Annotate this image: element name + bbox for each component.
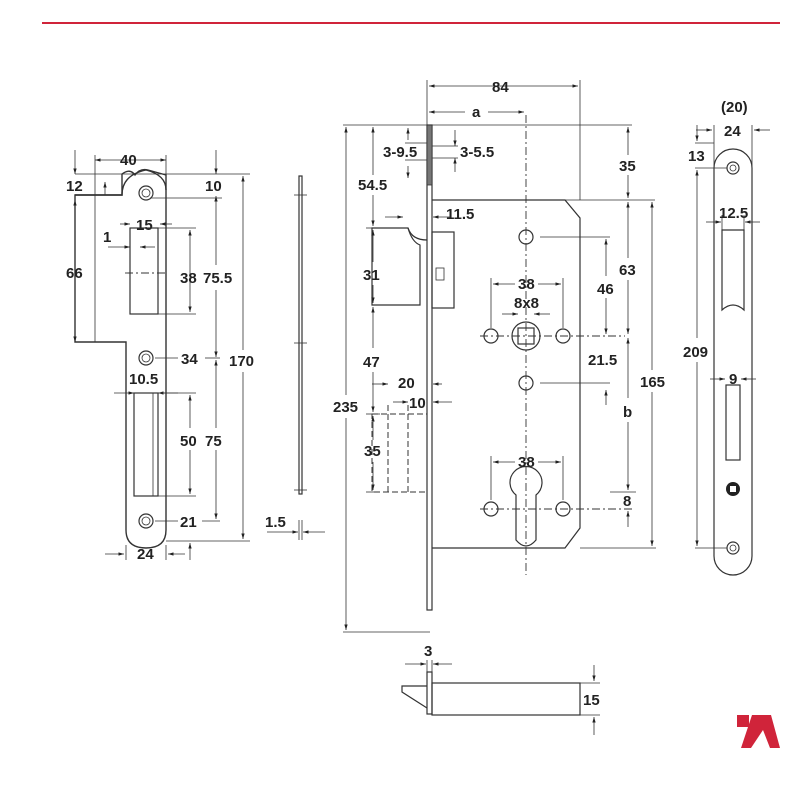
dim-lock-total-height: 235 [333,399,358,416]
dim-hole-spacing-bottom: 38 [518,454,535,471]
dim-bolt-height: 35 [364,443,381,460]
lock-top-hole [518,229,534,245]
bolt-top-view: 3 15 [401,643,600,735]
bolt-latch-tip [401,685,428,709]
side-profile-view: 1.5 [265,175,325,540]
dim-faceplate-width: 24 [724,123,741,140]
dim-faceplate-alt-width: (20) [721,99,748,116]
dim-latch-depth: 11.5 [446,206,474,223]
lock-deadbolt [371,413,428,493]
strike-upper-slot [129,227,159,315]
dim-strike-upper-slot-pos: 75.5 [203,270,232,287]
dim-strike-lower-slot: 50 [180,433,197,450]
dim-lock-backset: a [472,104,481,121]
dim-strike-top-offset: 12 [66,178,83,195]
dim-distance-b: b [623,404,632,421]
strike-bottom-hole [138,513,154,529]
dim-faceplate-length: 209 [683,344,708,361]
dim-strike-lower-slot-pos: 75 [205,433,222,450]
dim-strike-lip: 1 [103,229,111,246]
dim-spindle-square: 8x8 [514,295,539,312]
dim-top-to-hub: 35 [619,158,636,175]
strike-mid-hole [138,350,154,366]
strike-lower-slot [133,392,159,497]
faceplate-outline [713,148,753,576]
dim-bolt-height-15: 15 [583,692,600,709]
dim-strike-bottom-hole: 21 [180,514,197,531]
dim-strike-bottom-width: 24 [137,546,154,563]
dim-strike-width: 40 [120,152,137,169]
dim-strike-mid-hole: 34 [181,351,198,368]
dim-strike-upper-slot: 38 [180,270,197,287]
lock-cylinder-cutout [509,465,543,547]
dim-cylinder-offset: 8 [623,493,631,510]
dim-faceplate-latch-width: 12.5 [719,205,748,222]
dim-case-height: 165 [640,374,665,391]
dim-faceplate-bolt-width: 9 [729,371,737,388]
strike-plate-view: 40 12 10 66 15 1 38 75.5 34 10.5 50 [66,150,254,563]
dim-faceplate-top-hole: 13 [688,148,705,165]
dim-spindle-above: 46 [597,281,614,298]
strike-plate-outline [74,168,167,549]
faceplate-top-hole [726,161,740,175]
dim-hole-spacing-top: 38 [518,276,535,293]
dim-forend-right: 3-5.5 [460,144,494,161]
dim-spindle-below: 21.5 [588,352,617,369]
strike-top-hole [138,185,154,201]
dim-side-thickness: 1.5 [265,514,286,531]
faceplate-bottom-hole [726,541,740,555]
dim-latch-top: 54.5 [358,177,387,194]
dim-lock-width: 84 [492,79,509,96]
dim-bolt-plate-thickness: 3 [424,643,432,660]
dim-hub-to-spindle: 63 [619,262,636,279]
dim-strike-cut-width: 15 [136,217,153,234]
dim-strike-upper-height: 66 [66,265,83,282]
lock-body-view: 84 a 3-9.5 3-5.5 54.5 11.5 31 47 20 [333,79,665,633]
bolt-body [431,682,581,716]
dim-forend-top: 3-9.5 [383,144,417,161]
dim-strike-total-height: 170 [229,353,254,370]
brand-logo-icon [737,715,780,748]
dim-strike-hole-offset: 10 [205,178,222,195]
dim-bolt-gap: 47 [363,354,380,371]
faceplate-view: (20) 24 13 209 12.5 9 [683,99,770,576]
lock-mid-hole [518,375,534,391]
faceplate-latch-slot [721,229,745,312]
dim-bolt-projection: 20 [398,375,415,392]
dim-strike-lower-slot-width: 10.5 [129,371,158,388]
side-profile-plate [298,175,303,495]
bolt-faceplate-edge [426,671,433,715]
lock-forend [426,124,433,611]
dim-bolt-inner: 10 [409,395,426,412]
faceplate-bolt-slot [725,384,741,461]
dim-latch-height: 31 [363,267,380,284]
